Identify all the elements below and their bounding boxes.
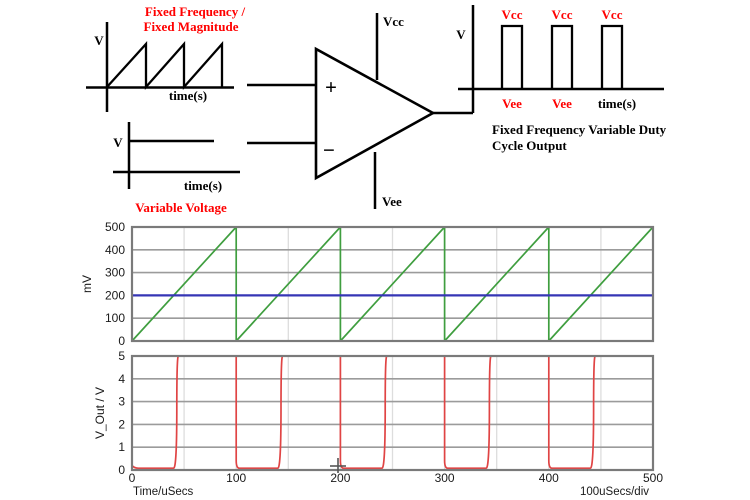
cursor-cross-marker — [330, 458, 346, 473]
out-vee-label-1: Vee — [502, 96, 522, 111]
y-tick-label: 0 — [118, 463, 125, 477]
y-tick-label: 300 — [105, 266, 125, 280]
out-time-label: time(s) — [598, 96, 636, 111]
y-tick-label: 3 — [118, 395, 125, 409]
y-tick-label: 0 — [118, 334, 125, 348]
scope-chart-input: 0 100 200 300 400 500 mV — [80, 220, 655, 348]
sawtooth-waveform-sketch — [106, 40, 224, 91]
x-tick-label: 0 — [129, 471, 136, 485]
out-vcc-label-3: Vcc — [602, 7, 623, 22]
x-tick-label: 200 — [330, 471, 350, 485]
y-tick-label: 500 — [105, 220, 125, 234]
y-tick-label: 5 — [118, 349, 125, 363]
series-v-out-square — [131, 355, 653, 470]
x-axis-label: Time/uSecs — [133, 486, 194, 498]
x-div-label: 100uSecs/div — [580, 486, 649, 498]
scope-chart-output: 0 1 2 3 4 5V_Out / V 0 100 200 300 400 500Time/uSec… — [93, 349, 663, 498]
out-vee-label-2: Vee — [552, 96, 572, 111]
ramp-v-label: V — [94, 33, 104, 48]
output-caption-line2: Cycle Output — [492, 138, 567, 153]
y-tick-label: 200 — [105, 288, 125, 302]
x-tick-label: 100 — [226, 471, 246, 485]
y-axis-label: mV — [80, 275, 94, 293]
y-tick-label: 2 — [118, 417, 125, 431]
plot-border — [130, 225, 655, 343]
dc-v-label: V — [113, 135, 123, 150]
comparator-circuit-sketch — [86, 5, 664, 209]
ramp-title-line1: Fixed Frequency / — [145, 4, 246, 19]
plot-border — [130, 354, 655, 472]
opamp-plus-label: + — [325, 75, 337, 99]
opamp-triangle — [314, 46, 436, 181]
y-tick-label: 1 — [118, 440, 125, 454]
vcc-rail-label: Vcc — [383, 14, 404, 29]
ramp-input-sketch — [86, 22, 234, 112]
x-tick-label: 500 — [643, 471, 663, 485]
y-axis-label: V_Out / V — [93, 387, 107, 439]
dc-input-sketch — [113, 122, 240, 189]
ramp-time-label: time(s) — [169, 88, 207, 103]
pulse-1 — [500, 24, 524, 89]
variable-voltage-caption: Variable Voltage — [135, 200, 227, 215]
ramp-title-line2: Fixed Magnitude — [144, 19, 239, 34]
out-v-label: V — [456, 27, 466, 42]
dc-time-label: time(s) — [184, 178, 222, 193]
out-vcc-label-2: Vcc — [552, 7, 573, 22]
vee-rail-label: Vee — [382, 194, 402, 209]
output-caption-line1: Fixed Frequency Variable Duty — [492, 122, 667, 137]
y-tick-label: 400 — [105, 243, 125, 257]
pulse-3 — [600, 24, 624, 89]
sketch-labels: Fixed Frequency / Fixed Magnitude V time… — [94, 4, 666, 215]
x-tick-label: 400 — [539, 471, 559, 485]
x-tick-label: 300 — [435, 471, 455, 485]
y-tick-label: 4 — [118, 372, 125, 386]
out-vcc-label-1: Vcc — [502, 7, 523, 22]
opamp-symbol — [247, 13, 473, 209]
y-tick-label: 100 — [105, 311, 125, 325]
opamp-minus-label: − — [323, 138, 335, 162]
pulse-2 — [550, 24, 574, 89]
output-waveform-sketch — [458, 5, 664, 113]
